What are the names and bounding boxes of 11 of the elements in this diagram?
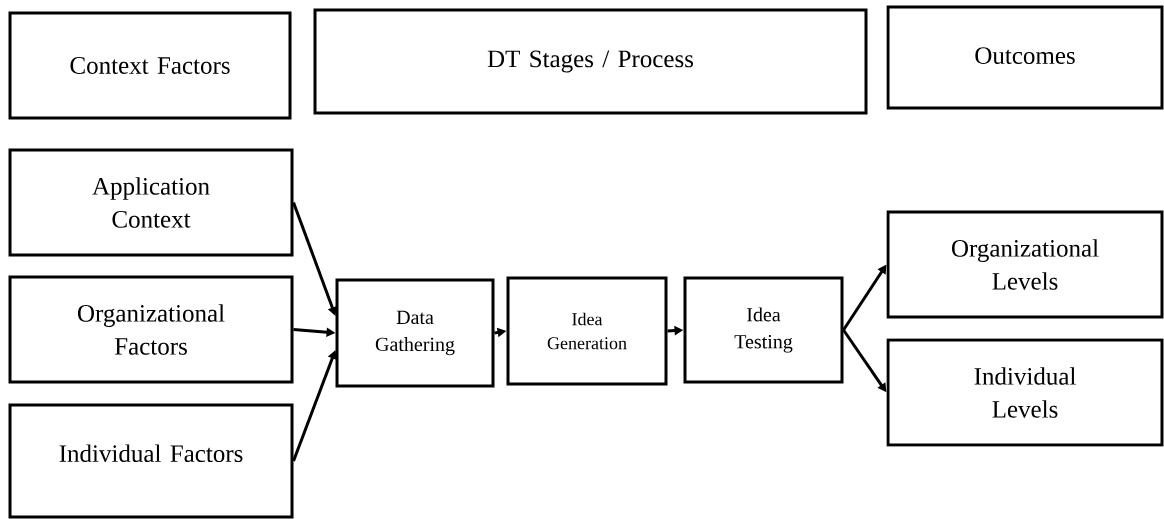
factor-box: Organizational Factors [8,275,294,384]
stage-box: Idea Testing [683,276,844,384]
factor-box: Application Context [8,148,294,257]
heading-box: Context Factors [8,11,292,120]
stage-box: Data Gathering [335,278,495,388]
factor-box: Individual Factors [8,403,294,519]
outcome-box: Individual Levels [886,338,1164,447]
outcome-box: Organizational Levels [886,210,1164,319]
heading-box: Outcomes [886,5,1164,110]
heading-box: DT Stages / Process [313,8,868,115]
stage-box: Idea Generation [506,276,668,386]
